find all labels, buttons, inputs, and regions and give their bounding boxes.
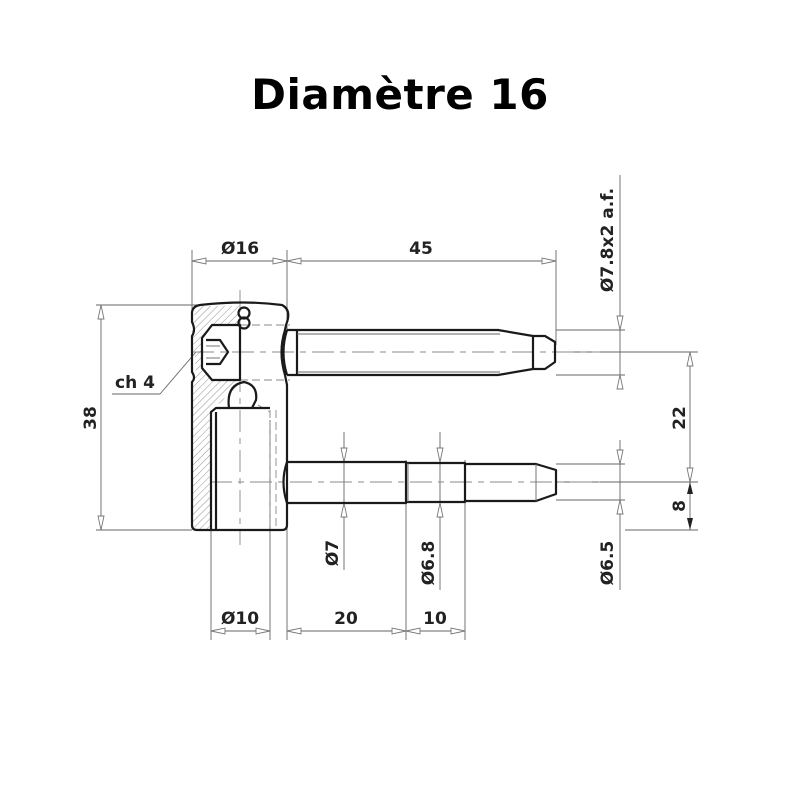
dim-overall-height: 38 xyxy=(81,406,101,430)
hidden-lines xyxy=(240,324,290,530)
dim-lower-len2: 10 xyxy=(423,609,447,629)
drawing-title: Diamètre 16 xyxy=(251,70,549,119)
dimension-labels: Ø16 45 ch 4 38 Ø7.8x2 a.f. 22 8 Ø7 Ø6.8 … xyxy=(81,188,690,629)
hinge-body xyxy=(190,301,290,532)
dim-lower-pin-d2: Ø6.8 xyxy=(419,541,439,586)
center-lines xyxy=(192,290,600,545)
upper-pin xyxy=(282,328,557,377)
lower-pin xyxy=(282,460,558,505)
dim-head-diameter: Ø16 xyxy=(221,239,259,259)
dimension-lines xyxy=(96,175,698,640)
dim-upper-pin-length: 45 xyxy=(409,239,433,259)
dim-lower-offset: 8 xyxy=(670,500,690,512)
dim-pin-spacing: 22 xyxy=(670,406,690,430)
dim-bore-diameter: Ø10 xyxy=(221,609,259,629)
dim-hex-socket: ch 4 xyxy=(115,373,155,393)
dim-lower-pin-d3: Ø6.5 xyxy=(598,541,618,586)
dim-upper-pin-flats: Ø7.8x2 a.f. xyxy=(598,188,618,292)
dim-lower-pin-d1: Ø7 xyxy=(323,540,343,566)
dim-lower-len1: 20 xyxy=(334,609,358,629)
